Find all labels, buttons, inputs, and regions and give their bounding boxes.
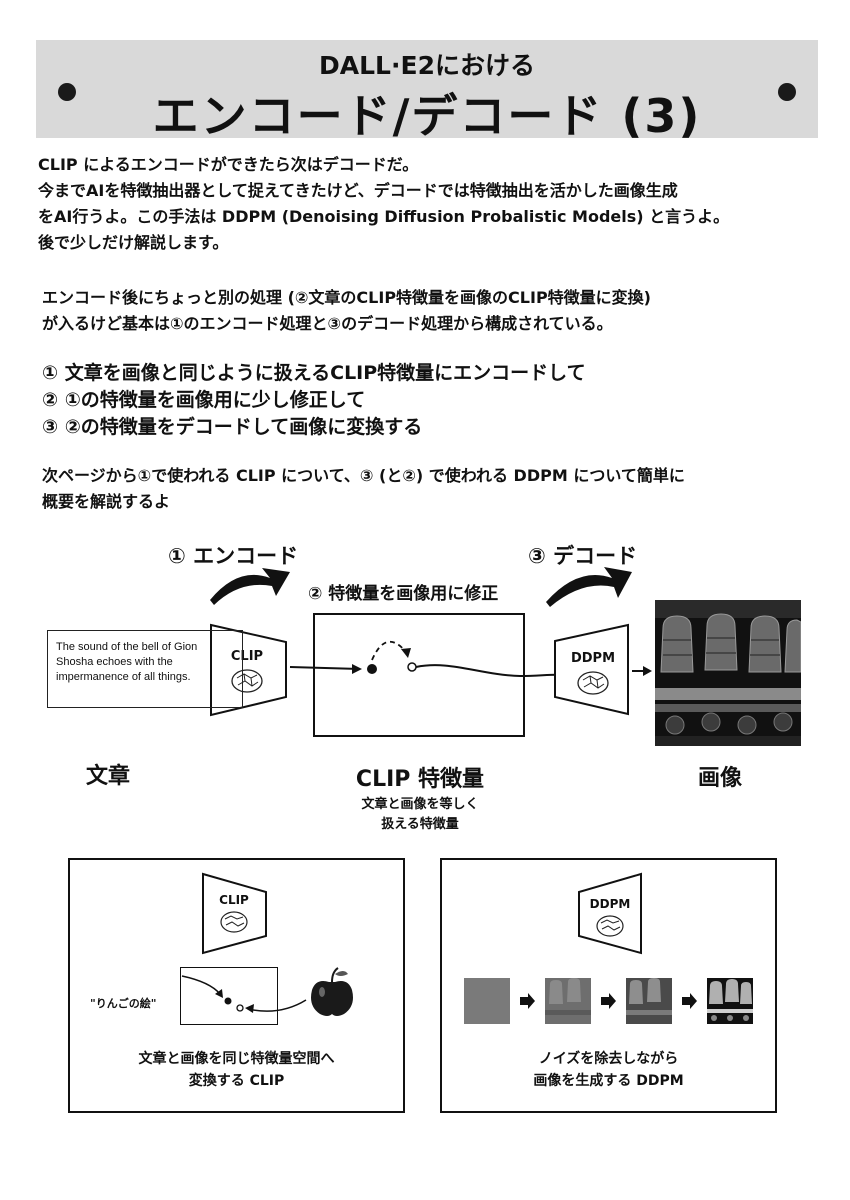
arrow-head	[643, 666, 652, 676]
intro-line: をAI行うよ。この手法は DDPM (Denoising Diffusion P…	[38, 207, 730, 226]
caption-text: 文章	[86, 764, 131, 789]
arrow-right-icon	[682, 993, 697, 1009]
bullet-dot-right	[778, 83, 796, 101]
brain-icon	[577, 671, 609, 695]
feature-point-image	[236, 1004, 244, 1012]
caption-feature-sub-line: 文章と画像を等しく	[361, 797, 479, 812]
noise-step-3	[626, 978, 672, 1024]
process-paragraph: エンコード後にちょっと別の処理 (②文章のCLIP特徴量を画像のCLIP特徴量に…	[42, 285, 822, 337]
noise-step-2	[545, 978, 591, 1024]
ddpm-panel-caption-line: 画像を生成する DDPM	[533, 1073, 684, 1089]
clip-model-label: CLIP	[219, 893, 249, 907]
decode-label: ③ デコード	[528, 544, 638, 568]
process-line: が入るけど基本は①のエンコード処理と③のデコード処理から構成されている。	[42, 314, 613, 333]
ddpm-trapezoid	[554, 623, 629, 716]
brain-icon	[231, 669, 263, 693]
arrow-head	[352, 664, 362, 674]
intro-line: 今までAIを特徴抽出器として捉えてきたけど、デコードでは特徴抽出を活かした画像生…	[38, 181, 678, 200]
encode-curved-arrow	[210, 568, 290, 605]
brain-icon	[596, 915, 624, 937]
next-line: 概要を解説するよ	[42, 492, 171, 511]
ddpm-model-label: DDPM	[571, 651, 615, 666]
steps-list: ① 文章を画像と同じように扱えるCLIP特徴量にエンコードして ② ①の特徴量を…	[42, 360, 586, 441]
feature-space-box	[313, 613, 525, 737]
apple-icon	[311, 967, 353, 1016]
page-title: エンコード/デコード (3)	[152, 89, 702, 143]
arrow-clip-to-feature	[289, 666, 361, 670]
dashed-arrow-head	[401, 648, 411, 658]
clip-trapezoid	[202, 872, 267, 955]
next-line: 次ページから①で使われる CLIP について、③ (と②) で使われる DDPM…	[42, 466, 685, 485]
clip-panel-drawing: CLIP	[181, 872, 353, 1016]
caption-image: 画像	[698, 766, 743, 791]
ddpm-trapezoid	[578, 872, 642, 955]
step-item: ① 文章を画像と同じように扱えるCLIP特徴量にエンコードして	[42, 362, 586, 384]
ddpm-panel-caption: ノイズを除去しながら 画像を生成する DDPM	[442, 1048, 775, 1092]
feature-point-text	[367, 664, 377, 674]
title-subtitle: DALL·E2における	[319, 51, 535, 80]
intro-paragraph: CLIP によるエンコードができたら次はデコードだ。 今までAIを特徴抽出器とし…	[38, 152, 828, 256]
caption-feature-sub: 文章と画像を等しく 扱える特徴量	[320, 795, 520, 835]
step-item: ② ①の特徴量を画像用に少し修正して	[42, 389, 366, 411]
intro-line: 後で少しだけ解説します。	[38, 233, 229, 252]
clip-panel-caption-line: 変換する CLIP	[188, 1073, 285, 1089]
clip-feature-space-box	[180, 967, 278, 1025]
next-paragraph: 次ページから①で使われる CLIP について、③ (と②) で使われる DDPM…	[42, 463, 822, 515]
brain-icon	[220, 911, 248, 933]
arrow-head	[245, 1004, 254, 1013]
modify-label: ② 特徴量を画像用に修正	[308, 584, 499, 604]
ddpm-panel-drawing: DDPM	[464, 872, 753, 1024]
arrow-right-icon	[601, 993, 616, 1009]
intro-line: CLIP によるエンコードができたら次はデコードだ。	[38, 155, 419, 174]
ddpm-panel-caption-line: ノイズを除去しながら	[538, 1051, 679, 1067]
clip-panel-caption: 文章と画像を同じ特徴量空間へ 変換する CLIP	[70, 1048, 403, 1092]
feature-point-text	[224, 997, 232, 1005]
input-text-box: The sound of the bell of Gion Shosha ech…	[47, 630, 243, 708]
caption-feature-sub-line: 扱える特徴量	[381, 817, 459, 832]
bells-image-drawing	[655, 600, 801, 746]
arrow-head	[215, 989, 223, 998]
clip-panel: CLIP "りんごの絵" 文章と画像を同じ特徴量空間へ 変換する CLIP	[68, 858, 405, 1113]
caption-feature: CLIP 特徴量	[355, 767, 485, 792]
ddpm-panel: DDPM ノイズを除去しながら 画像を生成す	[440, 858, 777, 1113]
clip-panel-caption-line: 文章と画像を同じ特徴量空間へ	[138, 1051, 335, 1067]
title-banner: DALL·E2における エンコード/デコード (3)	[36, 40, 818, 143]
noise-step-1	[464, 978, 510, 1024]
noise-step-4	[707, 978, 753, 1024]
encode-label: ① エンコード	[168, 544, 299, 568]
decode-curved-arrow	[546, 567, 632, 607]
feature-to-ddpm-line	[415, 664, 565, 678]
process-line: エンコード後にちょっと別の処理 (②文章のCLIP特徴量を画像のCLIP特徴量に…	[42, 288, 651, 307]
bullet-dot-left	[58, 83, 76, 101]
arrow-right-icon	[520, 993, 535, 1009]
bells-image	[655, 600, 801, 746]
ringo-label: "りんごの絵"	[90, 997, 157, 1010]
step-item: ③ ②の特徴量をデコードして画像に変換する	[42, 416, 423, 438]
ddpm-model-label: DDPM	[590, 897, 631, 911]
clip-model-label: CLIP	[231, 649, 263, 664]
